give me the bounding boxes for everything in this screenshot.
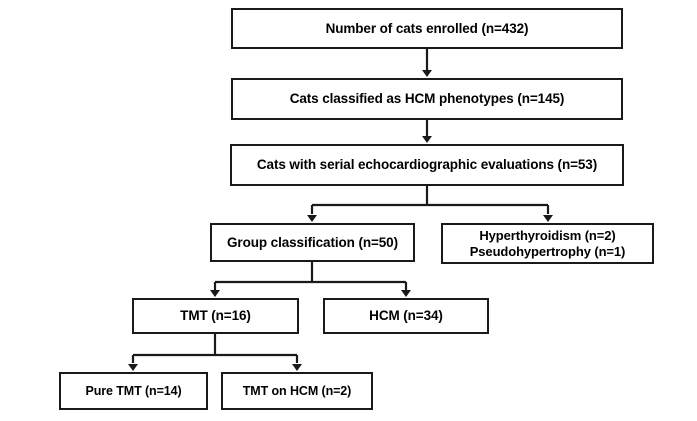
node-label-group-classification: Group classification (n=50) <box>227 234 398 250</box>
connector-paths <box>128 49 553 371</box>
node-box-tmt-on-hcm: TMT on HCM (n=2) <box>221 372 373 410</box>
arrowhead-icon <box>543 215 553 222</box>
node-label-serial-echo: Cats with serial echocardiographic evalu… <box>256 157 598 173</box>
node-box-pure-tmt: Pure TMT (n=14) <box>59 372 208 410</box>
node-box-serial-echo: Cats with serial echocardiographic evalu… <box>230 144 624 186</box>
node-box-excluded: Hyperthyroidism (n=2) Pseudohypertrophy … <box>441 223 654 264</box>
node-label-tmt-on-hcm: TMT on HCM (n=2) <box>242 383 352 398</box>
node-label-enrolled: Number of cats enrolled (n=432) <box>325 20 529 36</box>
node-label-pure-tmt: Pure TMT (n=14) <box>85 383 182 398</box>
arrowhead-icon <box>128 364 138 371</box>
arrowhead-icon <box>422 70 432 77</box>
arrowhead-icon <box>292 364 302 371</box>
node-label-hcm-phenotypes: Cats classified as HCM phenotypes (n=145… <box>289 91 565 107</box>
node-box-hcm: HCM (n=34) <box>323 298 489 334</box>
node-label-excluded: Hyperthyroidism (n=2) Pseudohypertrophy … <box>469 228 626 259</box>
node-box-tmt: TMT (n=16) <box>132 298 299 334</box>
arrowhead-icon <box>422 136 432 143</box>
node-box-enrolled: Number of cats enrolled (n=432) <box>231 8 623 49</box>
node-box-hcm-phenotypes: Cats classified as HCM phenotypes (n=145… <box>231 78 623 120</box>
node-label-hcm: HCM (n=34) <box>369 308 443 324</box>
node-label-tmt: TMT (n=16) <box>180 308 251 324</box>
connector-serial-echo-split <box>310 186 550 214</box>
arrowhead-icon <box>307 215 317 222</box>
arrowhead-icon <box>210 290 220 297</box>
connector-tmt-split <box>131 334 299 363</box>
node-box-group-classification: Group classification (n=50) <box>210 223 415 262</box>
arrowhead-icon <box>401 290 411 297</box>
connector-group-split <box>213 262 408 290</box>
